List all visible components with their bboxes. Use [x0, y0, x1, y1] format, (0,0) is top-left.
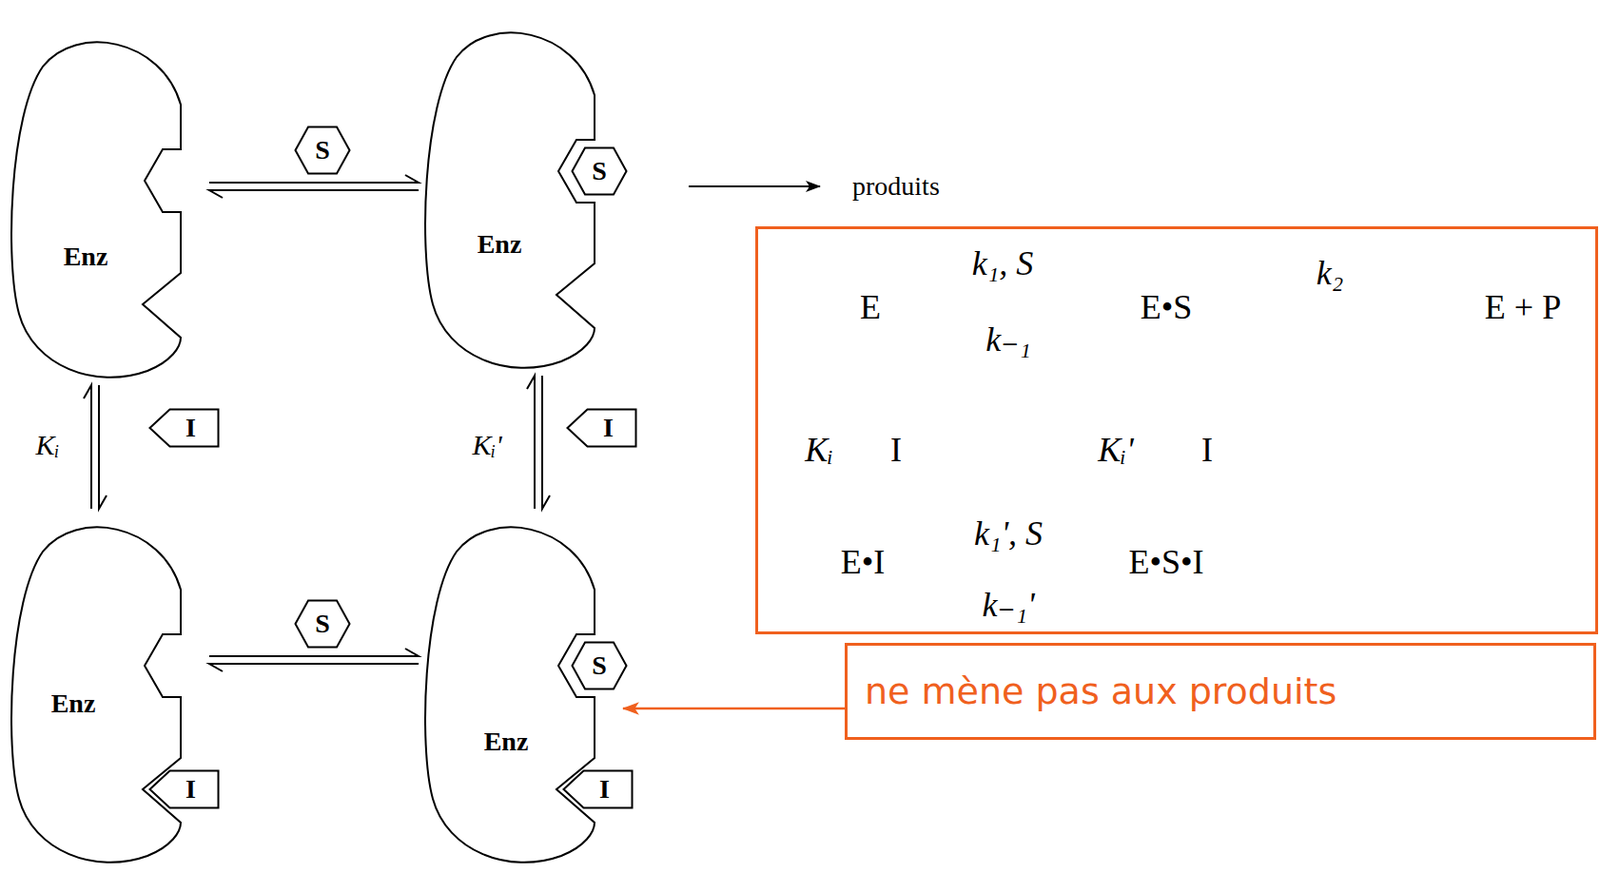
- scheme-term: I: [1201, 429, 1213, 470]
- scheme-term: I: [890, 429, 902, 470]
- inhibitor-pentagon: I: [148, 408, 220, 449]
- scheme-term: k₁, S: [972, 243, 1035, 284]
- inhibitor-label: I: [185, 774, 196, 805]
- scheme-box: Ek₁, S k₋₁ E•S k₂ E + P Kᵢ I Kᵢ' I E•I k₁', S k₋₁' E…: [755, 226, 1599, 635]
- enzyme-shape: Enz S: [418, 14, 624, 376]
- callout-box: ne mène pas aux produits: [844, 643, 1597, 741]
- enzyme-shape-outline: [4, 23, 210, 386]
- inhibitor-label: I: [185, 412, 196, 444]
- equilibrium-harpoons: [209, 175, 419, 198]
- scheme-term: E: [859, 287, 881, 328]
- product-arrow: [688, 185, 820, 188]
- substrate-label: S: [591, 156, 607, 187]
- enzyme-outline: [11, 526, 181, 862]
- dissociation-constant: Kᵢ: [34, 429, 62, 462]
- enzyme-shape: EnzI: [4, 508, 210, 871]
- enzyme-outline: [425, 32, 595, 368]
- pentagon-outline: [149, 409, 218, 448]
- scheme-term: k₁', S: [974, 513, 1043, 554]
- substrate-hexagon: S: [570, 641, 628, 691]
- equilibrium-harpoons: [526, 375, 550, 509]
- enzyme-label: Enz: [477, 229, 523, 260]
- hexagon-outline: [572, 643, 627, 690]
- scheme-term: E•I: [840, 542, 886, 583]
- inhibitor-pentagon-outline: [148, 408, 220, 449]
- scheme-term: E•S•I: [1128, 542, 1204, 583]
- inhibitor-pentagon: I: [148, 769, 220, 810]
- enzyme-label: Enz: [63, 241, 109, 273]
- substrate-hexagon: S: [570, 146, 628, 196]
- substrate-label: S: [591, 650, 607, 682]
- substrate-hexagon: S: [293, 599, 352, 649]
- substrate-label: S: [314, 135, 331, 166]
- hexagon-outline: [572, 148, 627, 196]
- inhibitor-pentagon-outline: [562, 769, 634, 810]
- equilibrium-harpoons: [209, 648, 419, 672]
- enzyme-label: Enz: [51, 688, 97, 720]
- enzyme-shape: Enz: [4, 23, 210, 386]
- dissociation-constant: Kᵢ': [469, 429, 504, 462]
- enzyme-outline: [11, 41, 181, 377]
- hexagon-outline: [295, 601, 351, 648]
- enzyme-shape: Enz S I: [418, 508, 624, 871]
- product-label: produits: [852, 171, 940, 202]
- substrate-label: S: [314, 608, 331, 640]
- callout-text: ne mène pas aux produits: [864, 670, 1337, 713]
- inhibitor-label: I: [603, 412, 614, 444]
- scheme-term: k₂: [1316, 253, 1345, 293]
- hexagon-outline: [295, 127, 351, 175]
- scheme-term: Kᵢ: [804, 429, 834, 470]
- scheme-term: k₋₁': [981, 585, 1035, 625]
- pentagon-outline: [563, 771, 632, 809]
- pentagon-outline: [566, 409, 636, 448]
- enzyme-label: Enz: [484, 726, 529, 758]
- inhibitor-pentagon: I: [565, 408, 638, 449]
- scheme-term: Kᵢ': [1097, 429, 1133, 470]
- equilibrium-harpoons: [83, 385, 107, 509]
- pentagon-outline: [149, 771, 218, 809]
- substrate-hexagon: S: [293, 125, 352, 176]
- scheme-term: k₋₁: [985, 319, 1032, 360]
- scheme-term: E•S: [1140, 287, 1193, 328]
- inhibitor-pentagon-outline: [148, 769, 220, 810]
- inhibitor-pentagon: I: [562, 769, 634, 810]
- enzyme-shape-outline: [4, 508, 210, 871]
- callout-arrow: [623, 707, 845, 711]
- inhibitor-pentagon-outline: [565, 408, 638, 449]
- scheme-term: E + P: [1484, 287, 1561, 328]
- enzyme-outline: [425, 526, 595, 862]
- inhibitor-label: I: [599, 774, 610, 805]
